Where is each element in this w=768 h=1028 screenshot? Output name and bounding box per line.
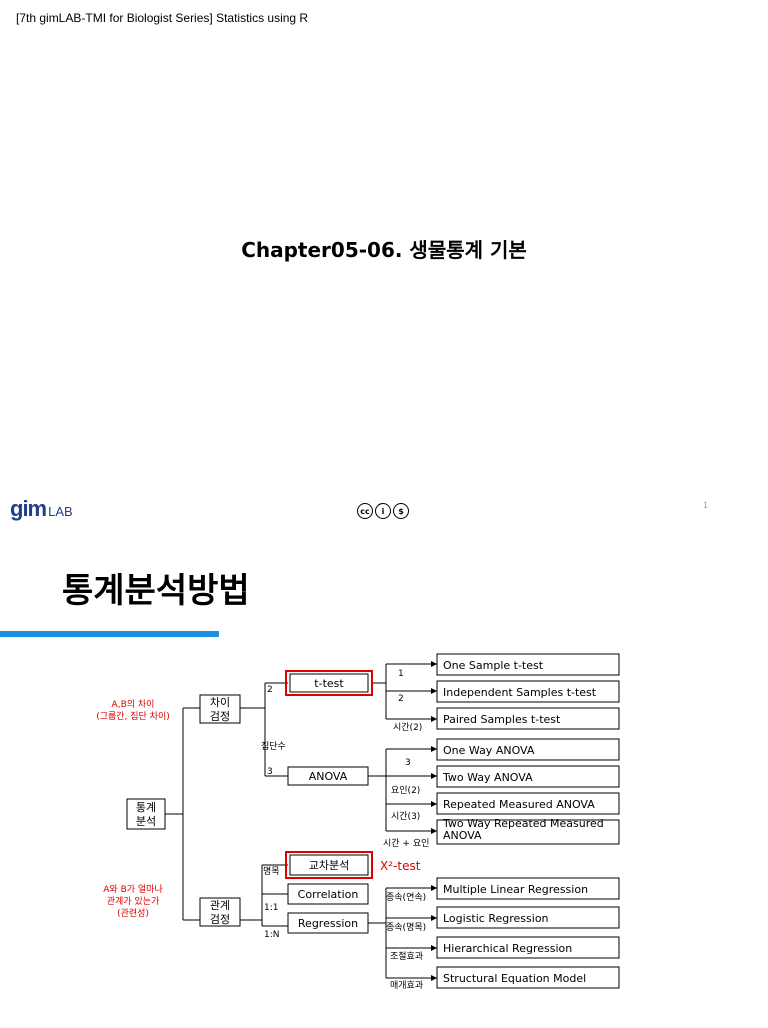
- ttest-label-2: 2: [398, 694, 404, 704]
- gimlab-logo: gim LAB: [10, 498, 73, 520]
- diff-decision-2: 검정: [210, 710, 230, 723]
- accent-bar: [0, 631, 219, 637]
- logo-mark: gim: [10, 496, 47, 521]
- method-ttest: t-test: [314, 677, 344, 690]
- reg-label-2: 종속(명목): [386, 922, 426, 933]
- annot-diff-1: A,B의 차이: [112, 698, 155, 710]
- reg-label-3: 조절효과: [390, 950, 423, 962]
- leaf-independent: Independent Samples t-test: [443, 686, 597, 699]
- edge-label-nominal: 명목: [263, 866, 280, 877]
- header-text: [7th gimLAB-TMI for Biologist Series] St…: [16, 11, 309, 25]
- statistics-method-diagram: 통계 분석 차이 검정 관계 검정 A,B의 차이 (그룹간, 집단 차이) A…: [0, 640, 768, 1028]
- method-anova: ANOVA: [309, 770, 348, 783]
- slide-title: Chapter05-06. 생물통계 기본: [241, 238, 527, 262]
- rel-decision-1: 관계: [210, 899, 230, 912]
- leaf-sem: Structural Equation Model: [443, 972, 586, 985]
- leaf-one-way: One Way ANOVA: [443, 744, 535, 757]
- leaf-paired: Paired Samples t-test: [443, 713, 561, 726]
- leaf-repeated: Repeated Measured ANOVA: [443, 798, 595, 811]
- leaf-one-sample: One Sample t-test: [443, 659, 544, 672]
- reg-label-1: 종속(연속): [386, 892, 426, 903]
- root-label-1: 통계: [136, 801, 156, 814]
- anova-label-4: 시간 + 요인: [383, 838, 429, 849]
- edge-label-groups: 집단수: [261, 740, 286, 752]
- method-crosstab: 교차분석: [309, 859, 349, 872]
- rel-decision-2: 검정: [210, 913, 230, 926]
- anova-label-1: 3: [405, 758, 411, 768]
- logo-lab: LAB: [48, 504, 73, 519]
- method-chi: X²-test: [380, 859, 421, 873]
- edge-label-one-n: 1:N: [264, 930, 280, 940]
- edge-label-three: 3: [267, 767, 273, 777]
- leaf-logistic: Logistic Regression: [443, 912, 549, 925]
- ttest-label-1: 1: [398, 669, 404, 679]
- diagram-svg: 통계 분석 차이 검정 관계 검정 A,B의 차이 (그룹간, 집단 차이) A…: [96, 653, 620, 991]
- leaf-multiple-linear: Multiple Linear Regression: [443, 883, 588, 896]
- leaf-hierarchical: Hierarchical Regression: [443, 942, 572, 955]
- anova-label-2: 요인(2): [391, 785, 420, 796]
- leaf-two-way-repeated: Two Way Repeated Measured ANOVA: [443, 818, 604, 842]
- edge-label-one-one: 1:1: [264, 903, 278, 913]
- reg-label-4: 매개효과: [390, 980, 423, 991]
- annot-rel-1: A와 B가 얼마나: [103, 883, 162, 895]
- ttest-label-3: 시간(2): [393, 722, 422, 733]
- leaf-two-way: Two Way ANOVA: [442, 771, 533, 784]
- annot-rel-2: 관계가 있는가: [107, 895, 160, 907]
- root-label-2: 분석: [136, 815, 156, 828]
- anova-label-3: 시간(3): [391, 811, 420, 822]
- edge-label-two: 2: [267, 685, 273, 695]
- annot-rel-3: (관련성): [117, 908, 149, 919]
- method-correlation: Correlation: [298, 888, 359, 901]
- section-title: 통계분석방법: [62, 571, 250, 611]
- cc-icon: cc: [357, 503, 373, 519]
- nc-icon: $: [393, 503, 409, 519]
- creative-commons-badge: cc i $: [357, 503, 409, 519]
- method-regression: Regression: [298, 917, 358, 930]
- page-number: 1: [703, 501, 709, 510]
- diff-decision-1: 차이: [210, 696, 230, 709]
- annot-diff-2: (그룹간, 집단 차이): [96, 710, 170, 722]
- by-icon: i: [375, 503, 391, 519]
